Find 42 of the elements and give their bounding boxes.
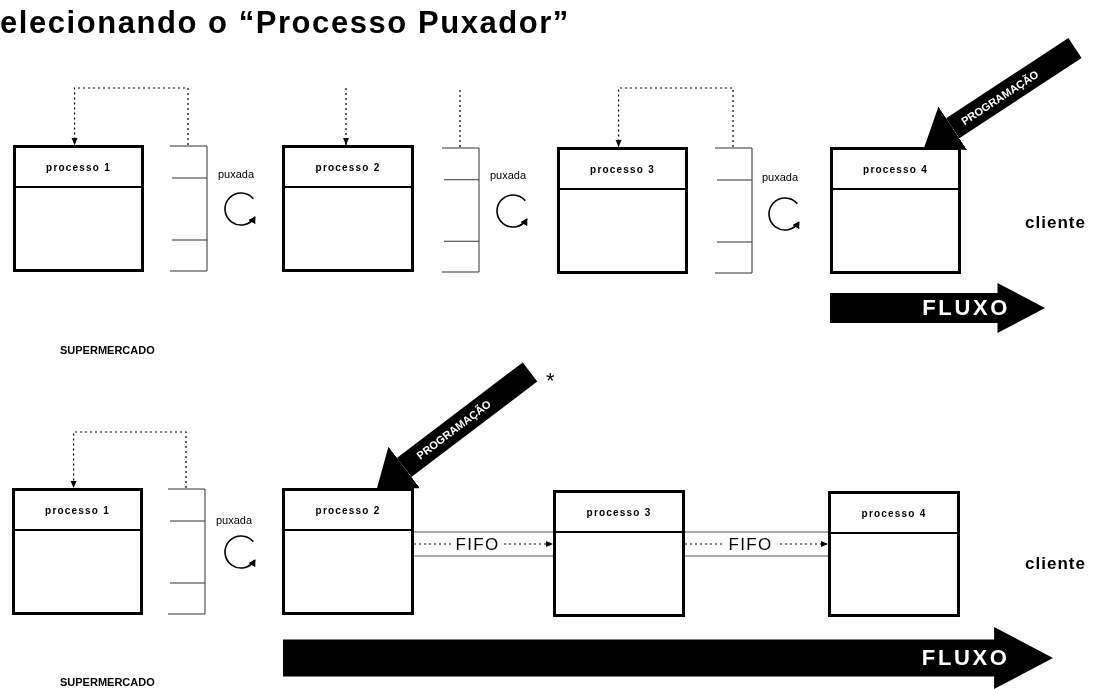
process-box [830,147,961,274]
process-title: processo 2 [315,503,381,518]
process-title: processo 3 [586,505,652,520]
flow-arrow [283,627,1053,689]
footnote-mark: * [546,370,555,392]
process-box [553,490,685,617]
supermarket-label: SUPERMERCADO [60,343,155,358]
pull-label: puxada [762,170,799,185]
process-box [282,145,414,272]
process-box [828,491,960,617]
process-title: processo 1 [46,160,111,175]
edge-label: FIFO [724,535,777,553]
supermarket-rack [166,488,206,615]
supermarket-rack [440,147,480,273]
arrow [70,431,187,489]
flow-arrow [830,283,1045,333]
supermarket-label: SUPERMERCADO [60,675,155,689]
supermarket-rack [168,145,208,272]
process-title: processo 3 [590,162,655,177]
block-arrow [377,362,538,489]
customer-label: cliente [1025,553,1086,575]
flow-label: FLUXO [921,647,1010,669]
process-box [557,147,688,274]
block-arrow [924,37,1082,151]
process-title: processo 2 [315,160,381,175]
pull-label: puxada [216,513,253,528]
pull-label: puxada [218,167,255,182]
arrow [343,87,349,146]
process-title: processo 1 [45,503,110,518]
arrow [615,87,734,148]
process-box [12,488,143,615]
flow-label: FLUXO [922,297,1010,319]
customer-label: cliente [1025,212,1086,234]
process-title: processo 4 [863,162,928,177]
arrow [71,87,189,146]
edge-label: FIFO [451,535,504,553]
process-box [282,488,414,615]
process-title: processo 4 [861,506,927,521]
supermarket-rack [713,147,753,274]
pull-label: puxada [490,168,527,183]
process-box [13,145,144,272]
title: elecionando o “Processo Puxador” [0,4,570,42]
